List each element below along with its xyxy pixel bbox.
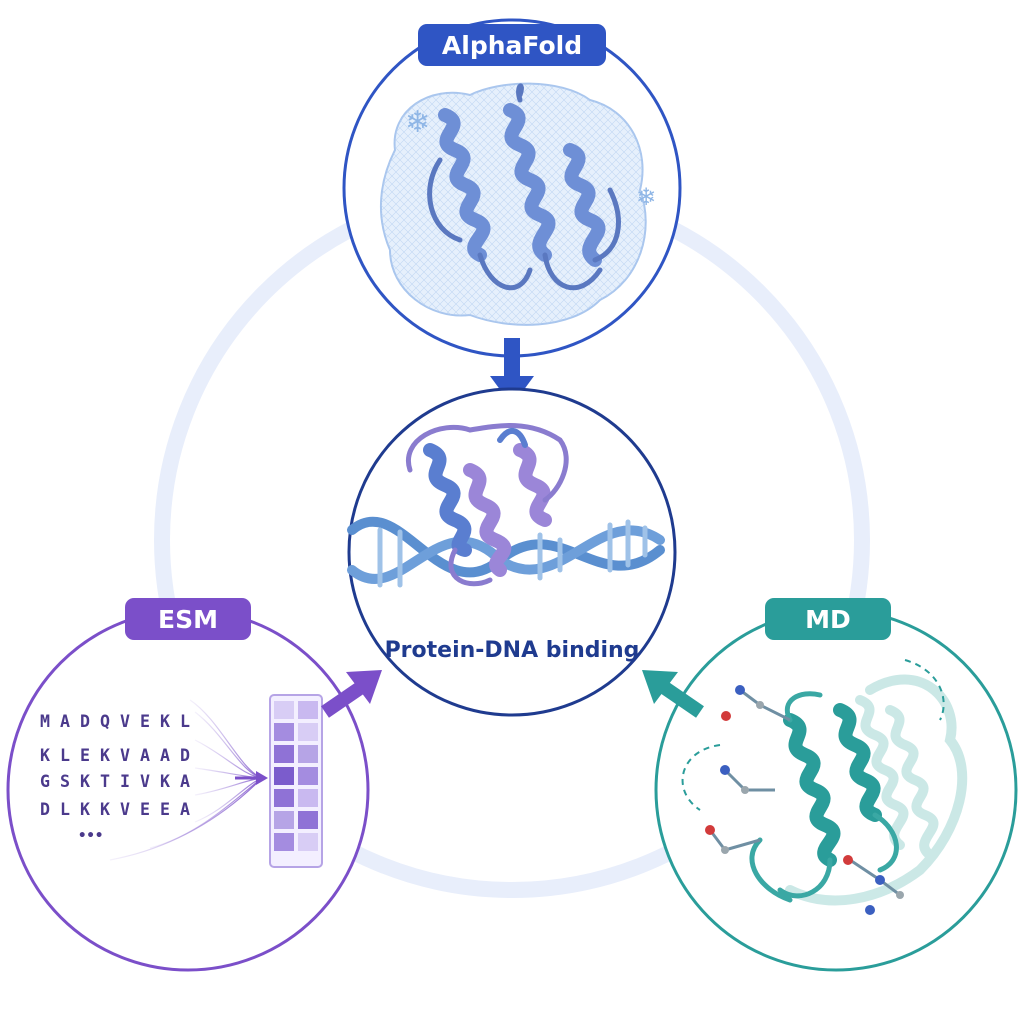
md-to-center-arrow [642, 670, 704, 718]
esm-sequence-line: K L E K V A A D [40, 746, 190, 766]
esm-sequence-line: M A D Q V E K L [40, 712, 190, 732]
alphafold-protein-structure [427, 83, 621, 291]
alphafold-label-pill [418, 24, 606, 66]
esm-label-pill [125, 598, 251, 640]
esm-node: M A D Q V E K L K L E K V A A D G S K T … [6, 598, 370, 972]
alphafold-node: ❄ ❄ AlphaFold [342, 18, 682, 358]
md-motion-indicators [681, 659, 945, 811]
bound-protein-structure [405, 423, 569, 587]
center-label: Protein-DNA binding [385, 638, 640, 663]
esm-sequence-ellipsis: ••• [78, 828, 103, 844]
md-node: MD [654, 598, 1018, 972]
esm-fan-arrow [235, 771, 268, 785]
snowflake-icon: ❄ [405, 105, 430, 140]
md-conformation-ensemble [785, 674, 968, 906]
center-node: Protein-DNA binding [347, 387, 677, 717]
md-protein-structure [749, 691, 899, 903]
esm-label: ESM [158, 605, 218, 634]
snowflake-icon: ❄ [636, 183, 656, 211]
esm-sequence-line: D L K K V E E A [40, 800, 190, 820]
esm-to-center-arrow [321, 670, 382, 718]
md-side-chains [705, 685, 904, 915]
esm-sequence-line: G S K T I V K A [40, 772, 190, 792]
alphafold-label: AlphaFold [442, 31, 582, 60]
md-label: MD [805, 605, 851, 634]
esm-embedding-matrix [269, 694, 323, 868]
md-label-pill [765, 598, 891, 640]
